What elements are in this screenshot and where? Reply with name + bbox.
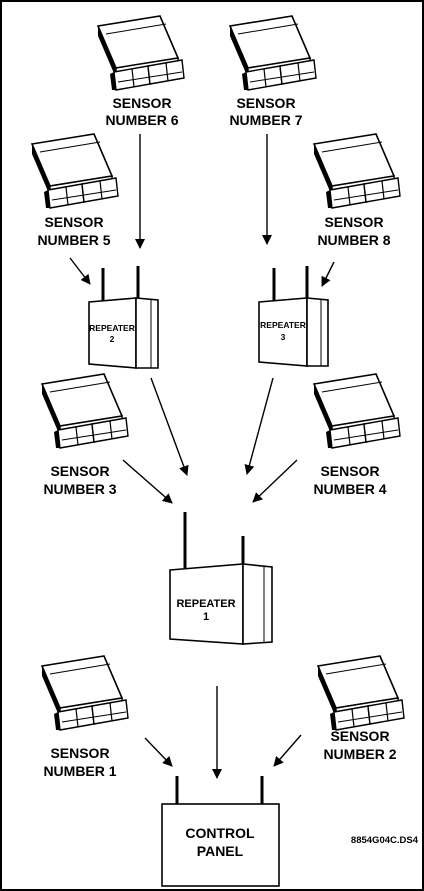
sensor-1-icon (41, 655, 129, 731)
repeater-1: REPEATER 1 (169, 512, 273, 645)
sensor-4-label-line1: SENSOR (320, 463, 379, 479)
sensor-7-label-line2: NUMBER 7 (229, 112, 302, 128)
arrow-r3-to-r1 (244, 377, 274, 475)
sensor-3-label-line2: NUMBER 3 (43, 481, 116, 497)
drawing-code: 8854G04C.DS4 (351, 835, 419, 846)
sensor-6-label-line2: NUMBER 6 (105, 112, 178, 128)
sensor-3-icon (41, 373, 129, 449)
repeater-2: REPEATER 2 (88, 266, 159, 369)
control-panel-label-line1: CONTROL (185, 825, 255, 841)
repeater-2-label-line2: 2 (110, 334, 115, 344)
arrow-r2-to-r1 (150, 377, 189, 476)
repeater-1-label-line1: REPEATER (176, 598, 235, 610)
arrow-s4-to-r1 (252, 459, 298, 503)
sensor-8-label-line2: NUMBER 8 (317, 232, 390, 248)
arrow-s8-to-r3 (321, 261, 335, 287)
repeater-3-label-line2: 3 (281, 332, 286, 342)
sensor-7-icon (229, 15, 317, 91)
sensor-2-label-line2: NUMBER 2 (323, 746, 396, 762)
arrow-s5-to-r2 (69, 257, 91, 285)
repeater-2-label-line1: REPEATER (89, 323, 135, 333)
sensor-8-icon (313, 133, 401, 209)
sensor-6-icon (97, 15, 185, 91)
control-panel: CONTROL PANEL (161, 776, 280, 887)
repeater-3-label-line1: REPEATER (260, 320, 306, 330)
arrow-s1-to-panel (144, 737, 173, 767)
sensor-4-icon (313, 373, 401, 449)
control-panel-label-line2: PANEL (197, 843, 244, 859)
sensor-2-label-line1: SENSOR (330, 728, 389, 744)
repeater-1-label-line2: 1 (203, 611, 209, 623)
sensor-8-label-line1: SENSOR (324, 214, 383, 230)
sensor-5-icon (31, 133, 119, 209)
arrow-s2-to-panel (273, 734, 302, 767)
sensor-1-label-line2: NUMBER 1 (43, 763, 116, 779)
sensor-6-label-line1: SENSOR (112, 95, 171, 111)
repeater-3: REPEATER 3 (258, 266, 329, 367)
sensor-2-icon (317, 655, 405, 731)
sensor-3-label-line1: SENSOR (50, 463, 109, 479)
sensor-5-label-line1: SENSOR (44, 214, 103, 230)
sensor-7-label-line1: SENSOR (236, 95, 295, 111)
sensor-1-label-line1: SENSOR (50, 745, 109, 761)
sensor-4-label-line2: NUMBER 4 (313, 481, 386, 497)
arrow-s3-to-r1 (122, 459, 173, 504)
sensor-5-label-line2: NUMBER 5 (37, 232, 110, 248)
